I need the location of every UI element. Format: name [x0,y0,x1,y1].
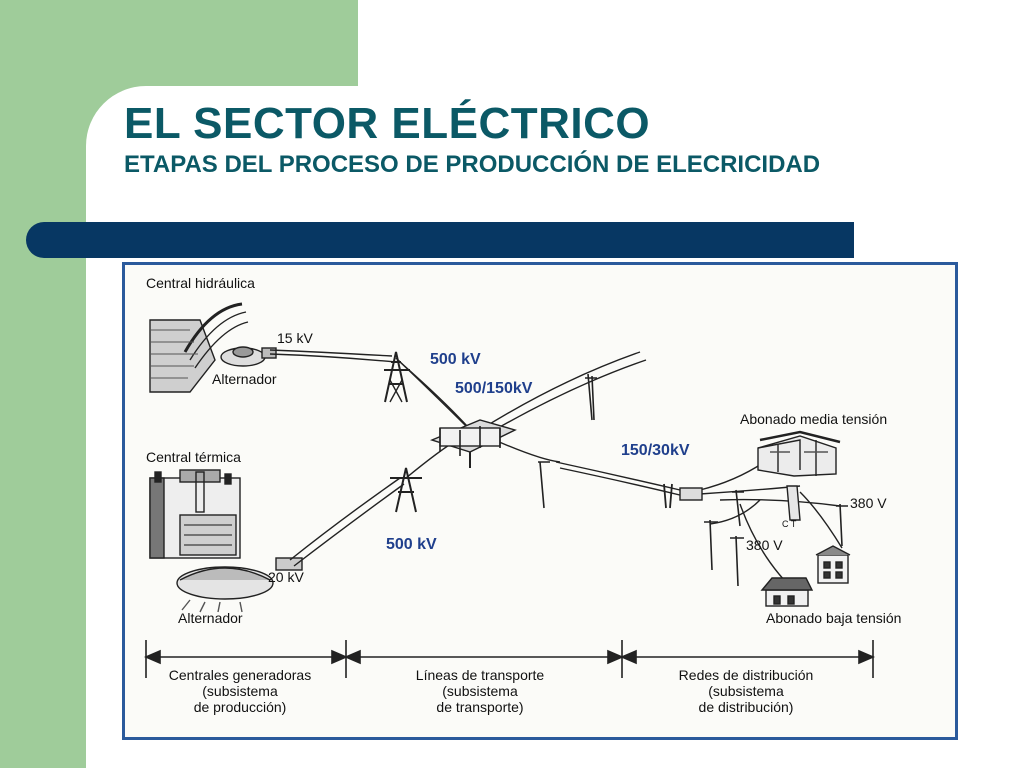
abonado-media-label: Abonado media tensión [740,411,887,427]
central-termica-label: Central térmica [146,449,241,465]
pole-icon [538,373,848,587]
subsystem-3-line3: de distribución) [699,699,794,715]
subsystem-2-line3: de transporte) [436,699,523,715]
abonado-baja-label: Abonado baja tensión [766,610,901,626]
hydro-dam-icon [149,302,249,393]
voltage-500kv-bottom: 500 kV [386,536,437,553]
title-divider-bar [26,222,854,258]
kv15-label: 15 kV [277,330,313,346]
voltage-500-150kv: 500/150kV [455,380,533,397]
building-media-icon [757,430,841,477]
subsystem-2-line1: Líneas de transporte [416,667,545,683]
tower-icon [384,351,410,403]
alternator-top-icon [220,346,277,367]
subsystem-arrows [143,640,876,678]
voltage-150-30kv: 150/30kV [621,442,690,459]
slide-title: EL SECTOR ELÉCTRICO [124,99,651,148]
subsystem-3-line1: Redes de distribución [679,667,814,683]
subsystem-2-line2: (subsistema [442,683,518,699]
subsystem-1-line2: (subsistema [202,683,278,699]
substation-icon [429,419,517,468]
building-small-icon [815,545,851,584]
v380-right-label: 380 V [850,495,887,511]
alternator-bottom-icon [176,557,303,613]
subsystem-1-line3: de producción) [194,699,287,715]
house-icon [760,577,814,607]
subsystem-3-line2: (subsistema [708,683,784,699]
alternador-bottom-label: Alternador [178,610,243,626]
slide-subtitle: ETAPAS DEL PROCESO DE PRODUCCIÓN DE ELEC… [124,151,821,178]
voltage-500kv-top: 500 kV [430,351,481,368]
thermal-plant-icon [149,469,241,559]
tower-icon [390,467,422,513]
ct-label: C T [782,519,797,529]
v380-left-label: 380 V [746,537,783,553]
transmission-lines [269,349,843,597]
subsystem-1-line1: Centrales generadoras [169,667,311,683]
kv20-label: 20 kV [268,569,304,585]
alternador-top-label: Alternador [212,371,277,387]
central-hidraulica-label: Central hidráulica [146,275,255,291]
diagram-frame [122,262,958,740]
